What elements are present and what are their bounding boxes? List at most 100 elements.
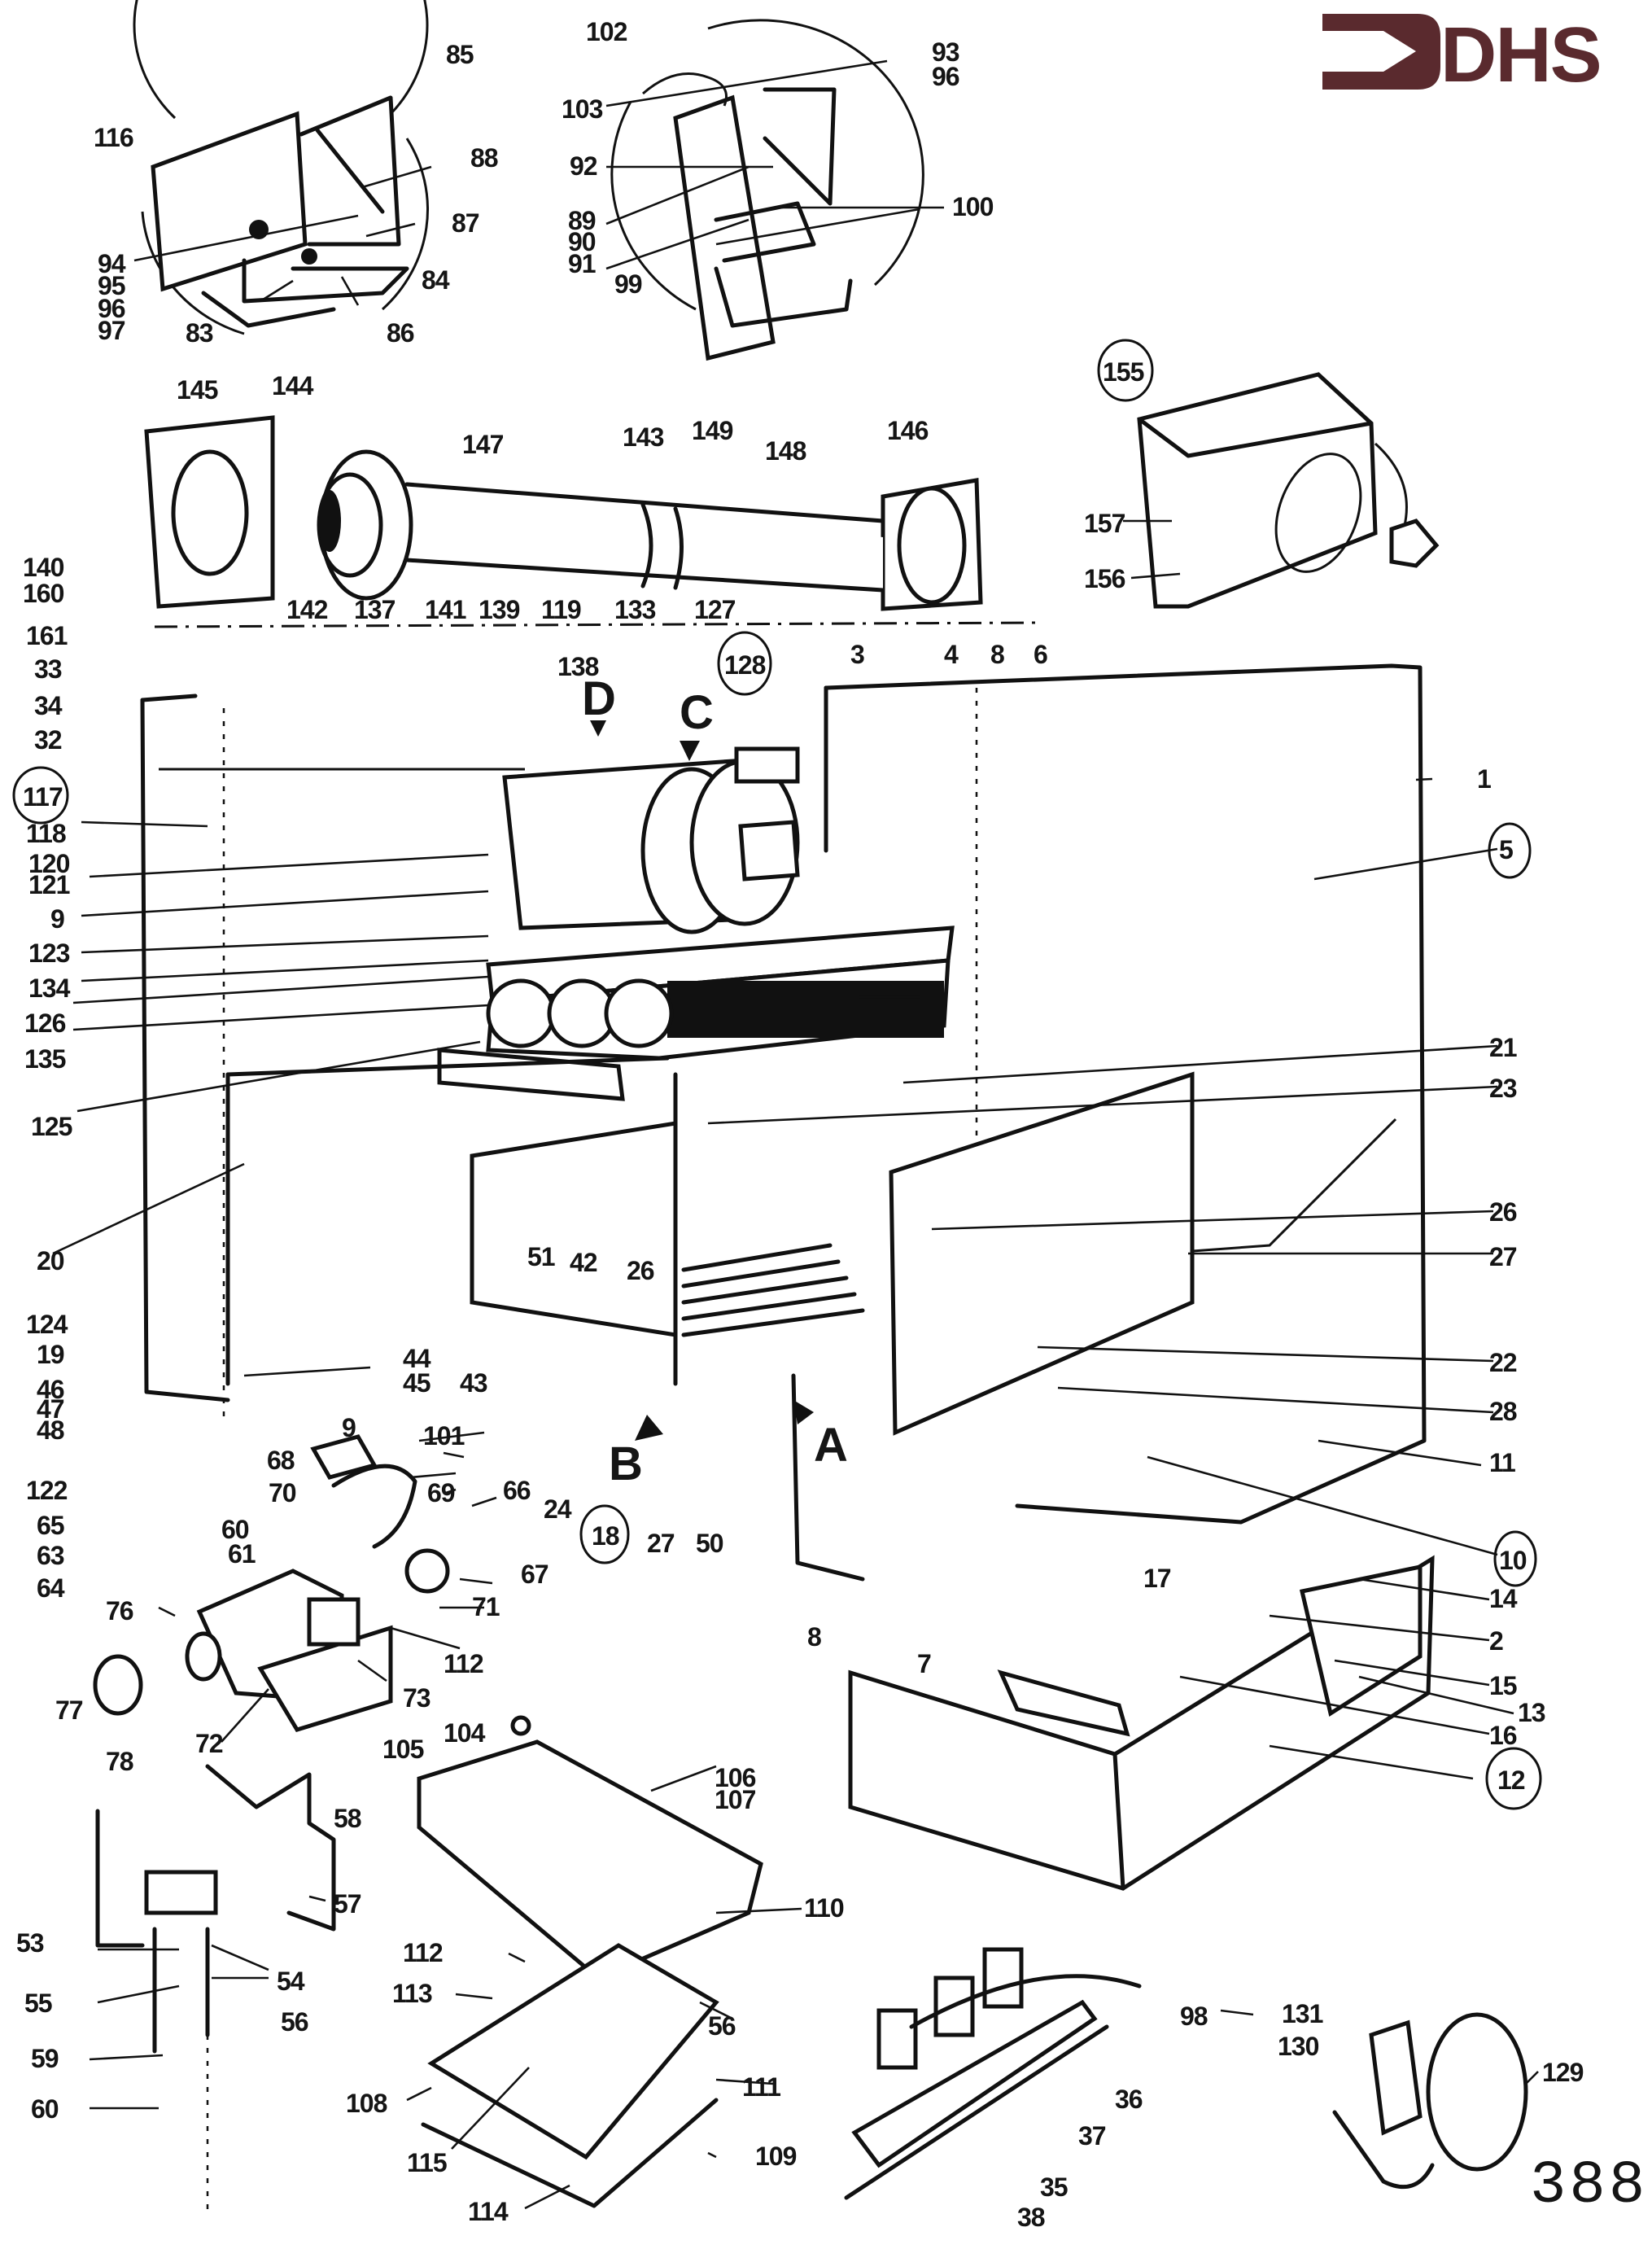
callout-146: 146 — [887, 416, 929, 445]
callout-60b: 60 — [31, 2094, 59, 2124]
callout-111: 111 — [742, 2072, 780, 2102]
callout-138: 138 — [557, 652, 599, 681]
callout-126: 126 — [24, 1009, 66, 1038]
callout-22: 22 — [1489, 1348, 1517, 1377]
detail-view-middle — [610, 19, 924, 361]
callout-107: 107 — [715, 1785, 756, 1814]
callout-51: 51 — [527, 1242, 555, 1271]
callout-2: 2 — [1489, 1626, 1503, 1656]
callout-148: 148 — [765, 436, 806, 466]
callout-59: 59 — [31, 2044, 59, 2073]
front-panel — [889, 1071, 1195, 1436]
callout-56b: 56 — [708, 2011, 736, 2041]
callout-147: 147 — [462, 430, 504, 459]
callout-137: 137 — [354, 595, 396, 624]
callout-102: 102 — [586, 17, 627, 46]
callout-11: 11 — [1489, 1448, 1515, 1477]
callout-64: 64 — [37, 1573, 65, 1603]
callout-60: 60 — [221, 1515, 249, 1544]
callout-15: 15 — [1489, 1671, 1517, 1700]
view-label-a: A — [814, 1419, 848, 1472]
callout-26: 26 — [1489, 1197, 1517, 1227]
callout-124: 124 — [26, 1310, 68, 1339]
circled-callout-rings — [12, 339, 1542, 1810]
callout-19: 19 — [37, 1340, 64, 1369]
callout-140: 140 — [23, 553, 64, 582]
callout-73: 73 — [403, 1683, 430, 1713]
detail-view-left — [133, 0, 429, 335]
callout-55: 55 — [24, 1989, 52, 2018]
callout-87: 87 — [452, 208, 479, 238]
view-marker-b: B — [609, 1415, 663, 1490]
callout-72: 72 — [195, 1729, 223, 1758]
callout-12: 12 — [1497, 1766, 1525, 1795]
callout-144: 144 — [272, 371, 314, 400]
callout-110: 110 — [804, 1893, 844, 1923]
appliance-casing — [791, 663, 1427, 1582]
callout-104: 104 — [444, 1718, 486, 1748]
callout-5: 5 — [1499, 835, 1513, 864]
callout-18: 18 — [592, 1521, 619, 1551]
callout-88: 88 — [470, 143, 498, 173]
callout-7: 7 — [917, 1649, 931, 1678]
callout-20: 20 — [37, 1246, 64, 1275]
callout-116: 116 — [94, 123, 133, 152]
callout-141: 141 — [425, 595, 466, 624]
callout-131: 131 — [1282, 1999, 1323, 2028]
pilot-assembly — [310, 1434, 450, 1594]
callout-43: 43 — [460, 1368, 487, 1398]
callout-33: 33 — [34, 654, 62, 684]
callout-103: 103 — [562, 94, 603, 124]
callout-122: 122 — [26, 1476, 68, 1505]
callout-27b: 27 — [647, 1529, 675, 1558]
callout-21: 21 — [1489, 1033, 1517, 1062]
callout-99: 99 — [614, 269, 642, 299]
callout-114: 114 — [468, 2197, 509, 2226]
callout-134: 134 — [28, 974, 71, 1003]
control-board — [417, 1715, 763, 2208]
callout-65: 65 — [37, 1511, 64, 1540]
callout-97: 97 — [98, 316, 125, 345]
callout-113: 113 — [392, 1979, 432, 2008]
callout-69: 69 — [427, 1478, 455, 1507]
callout-6: 6 — [1034, 640, 1047, 669]
callout-145: 145 — [177, 375, 218, 405]
callout-139: 139 — [479, 595, 520, 624]
callout-161: 161 — [26, 621, 68, 650]
callout-77: 77 — [55, 1696, 83, 1725]
callout-4: 4 — [944, 640, 959, 669]
callout-108: 108 — [346, 2089, 387, 2118]
callout-23: 23 — [1489, 1074, 1517, 1103]
callout-8: 8 — [990, 640, 1004, 669]
callout-53: 53 — [16, 1928, 44, 1958]
callout-92: 92 — [570, 151, 597, 181]
callout-142: 142 — [286, 595, 328, 624]
combustion-chamber — [225, 1056, 678, 1386]
callout-120: 120 — [28, 849, 70, 878]
callout-96: 96 — [98, 294, 125, 323]
thermocouple-bracket — [95, 1764, 336, 2214]
callout-9b: 9 — [342, 1413, 356, 1442]
callout-118: 118 — [26, 819, 66, 848]
callout-90: 90 — [568, 227, 596, 256]
base-plinth — [848, 1555, 1435, 1891]
ignition-electrodes — [844, 1947, 1142, 2200]
centerline — [154, 621, 1038, 628]
callout-68: 68 — [267, 1446, 295, 1475]
view-label-b: B — [609, 1437, 643, 1490]
pressure-switch — [1332, 2012, 1528, 2190]
callout-58: 58 — [334, 1804, 361, 1833]
fan-assembly — [502, 746, 800, 934]
leader-lines — [52, 59, 1539, 2210]
drawing-number: 3886 — [1530, 2152, 1652, 2221]
callout-128: 128 — [724, 650, 766, 680]
fins — [667, 981, 944, 1038]
callout-121: 121 — [28, 870, 70, 899]
view-label-c: C — [680, 686, 714, 739]
callout-27: 27 — [1489, 1242, 1517, 1271]
callout-24: 24 — [544, 1494, 572, 1524]
callout-48: 48 — [37, 1415, 64, 1445]
callout-45: 45 — [403, 1368, 430, 1398]
callout-127: 127 — [694, 595, 736, 624]
callout-86: 86 — [387, 318, 414, 348]
